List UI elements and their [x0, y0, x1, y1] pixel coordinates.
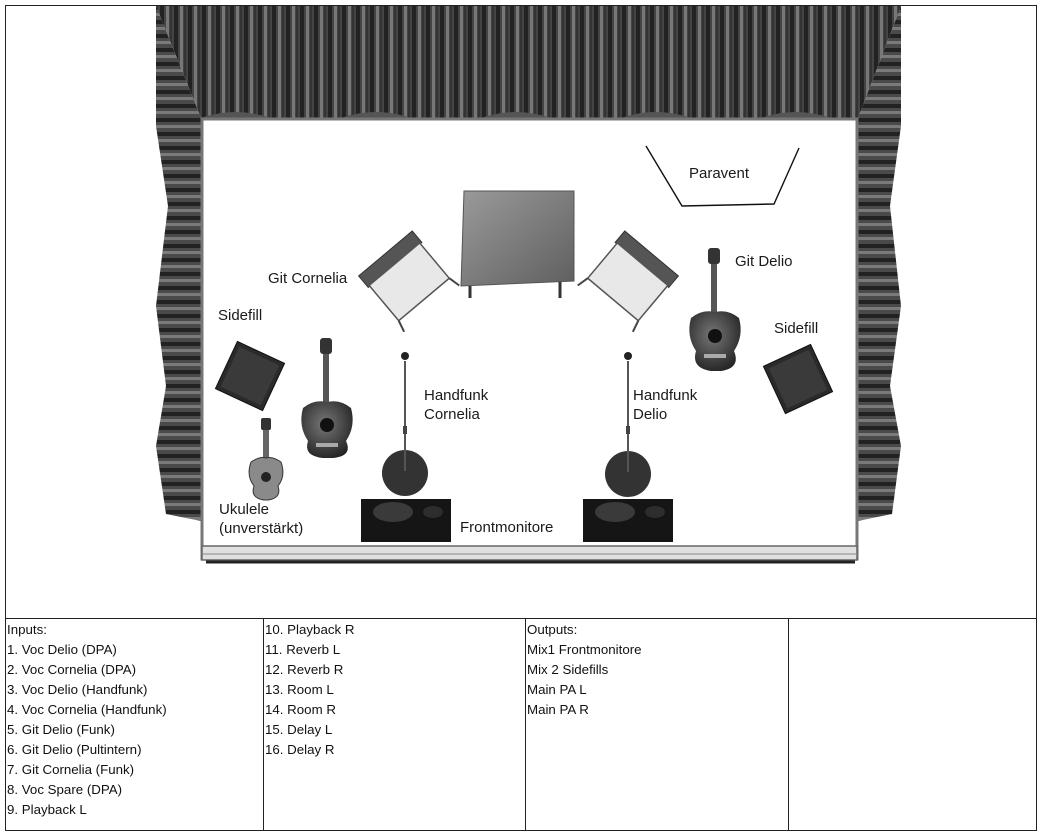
input-channel-item: 8. Voc Spare (DPA) — [7, 782, 123, 797]
back-curtain — [156, 6, 901, 128]
sidefill-right-icon — [762, 343, 834, 415]
input-channel-item: 7. Git Cornelia (Funk) — [7, 762, 135, 777]
stage-plot-frame: Paravent Git Cornelia Git Delio Sidefill… — [5, 5, 1037, 831]
stage-floor — [200, 117, 859, 564]
input-channel-item: 5. Git Delio (Funk) — [7, 722, 115, 737]
paravent — [645, 145, 800, 207]
input-channel-item: 13. Room L — [265, 682, 334, 697]
label-git-cornelia: Git Cornelia — [268, 270, 348, 287]
label-git-delio: Git Delio — [735, 253, 793, 270]
input-channel-item: 11. Reverb L — [265, 642, 341, 657]
input-channel-item: 2. Voc Cornelia (DPA) — [7, 662, 137, 677]
label-handfunk-cornelia: Handfunk Cornelia — [424, 387, 489, 423]
inputs-list-2: 10. Playback R 11. Reverb L 12. Reverb R 13… — [265, 620, 525, 760]
output-channel-item: Mix 2 Sidefills — [527, 662, 609, 677]
mic-stand-delio-icon — [605, 352, 651, 497]
chair-right — [577, 230, 680, 333]
empty-column — [789, 619, 1036, 830]
input-channel-item: 15. Delay L — [265, 722, 333, 737]
inputs-header: Inputs: — [7, 622, 47, 637]
guitar-delio-icon — [689, 248, 741, 371]
input-channel-item: 14. Room R — [265, 702, 336, 717]
input-channel-item: 3. Voc Delio (Handfunk) — [7, 682, 148, 697]
label-frontmonitore: Frontmonitore — [460, 519, 554, 536]
label-sidefill-left: Sidefill — [218, 307, 263, 324]
stage-drawing — [156, 6, 901, 564]
inputs-column-2: 10. Playback R 11. Reverb L 12. Reverb R 13… — [264, 619, 526, 830]
label-handfunk-delio: Handfunk Delio — [633, 387, 698, 423]
label-sidefill-right: Sidefill — [774, 320, 819, 337]
output-channel-item: Main PA R — [527, 702, 589, 717]
input-channel-item: 10. Playback R — [265, 622, 355, 637]
label-paravent: Paravent — [689, 165, 750, 182]
front-monitor-right-icon — [583, 499, 673, 542]
sidefill-left-icon — [214, 340, 286, 412]
chair-left — [357, 230, 460, 333]
front-monitor-left-icon — [361, 499, 451, 542]
outputs-header: Outputs: — [527, 622, 578, 637]
guitar-cornelia-icon — [301, 338, 353, 458]
input-channel-item: 16. Delay R — [265, 742, 335, 757]
inputs-column-1: Inputs: 1. Voc Delio (DPA) 2. Voc Corneli… — [6, 619, 264, 830]
input-channel-item: 6. Git Delio (Pultintern) — [7, 742, 142, 757]
label-ukulele: Ukulele (unverstärkt) — [219, 501, 304, 537]
channel-list-table: Inputs: 1. Voc Delio (DPA) 2. Voc Corneli… — [6, 619, 1036, 830]
table — [460, 190, 575, 298]
output-channel-item: Main PA L — [527, 682, 587, 697]
left-side-curtain — [156, 6, 201, 521]
inputs-list-1: 1. Voc Delio (DPA) 2. Voc Cornelia (DPA) 3… — [7, 640, 263, 820]
input-channel-item: 1. Voc Delio (DPA) — [7, 642, 117, 657]
input-channel-item: 9. Playback L — [7, 802, 87, 817]
input-channel-item: 4. Voc Cornelia (Handfunk) — [7, 702, 167, 717]
mic-stand-cornelia-icon — [382, 352, 428, 496]
input-channel-item: 12. Reverb R — [265, 662, 344, 677]
output-channel-item: Mix1 Frontmonitore — [527, 642, 642, 657]
stage-plot: Paravent Git Cornelia Git Delio Sidefill… — [6, 6, 1036, 619]
ukulele-icon — [248, 418, 284, 501]
right-side-curtain — [858, 6, 901, 521]
